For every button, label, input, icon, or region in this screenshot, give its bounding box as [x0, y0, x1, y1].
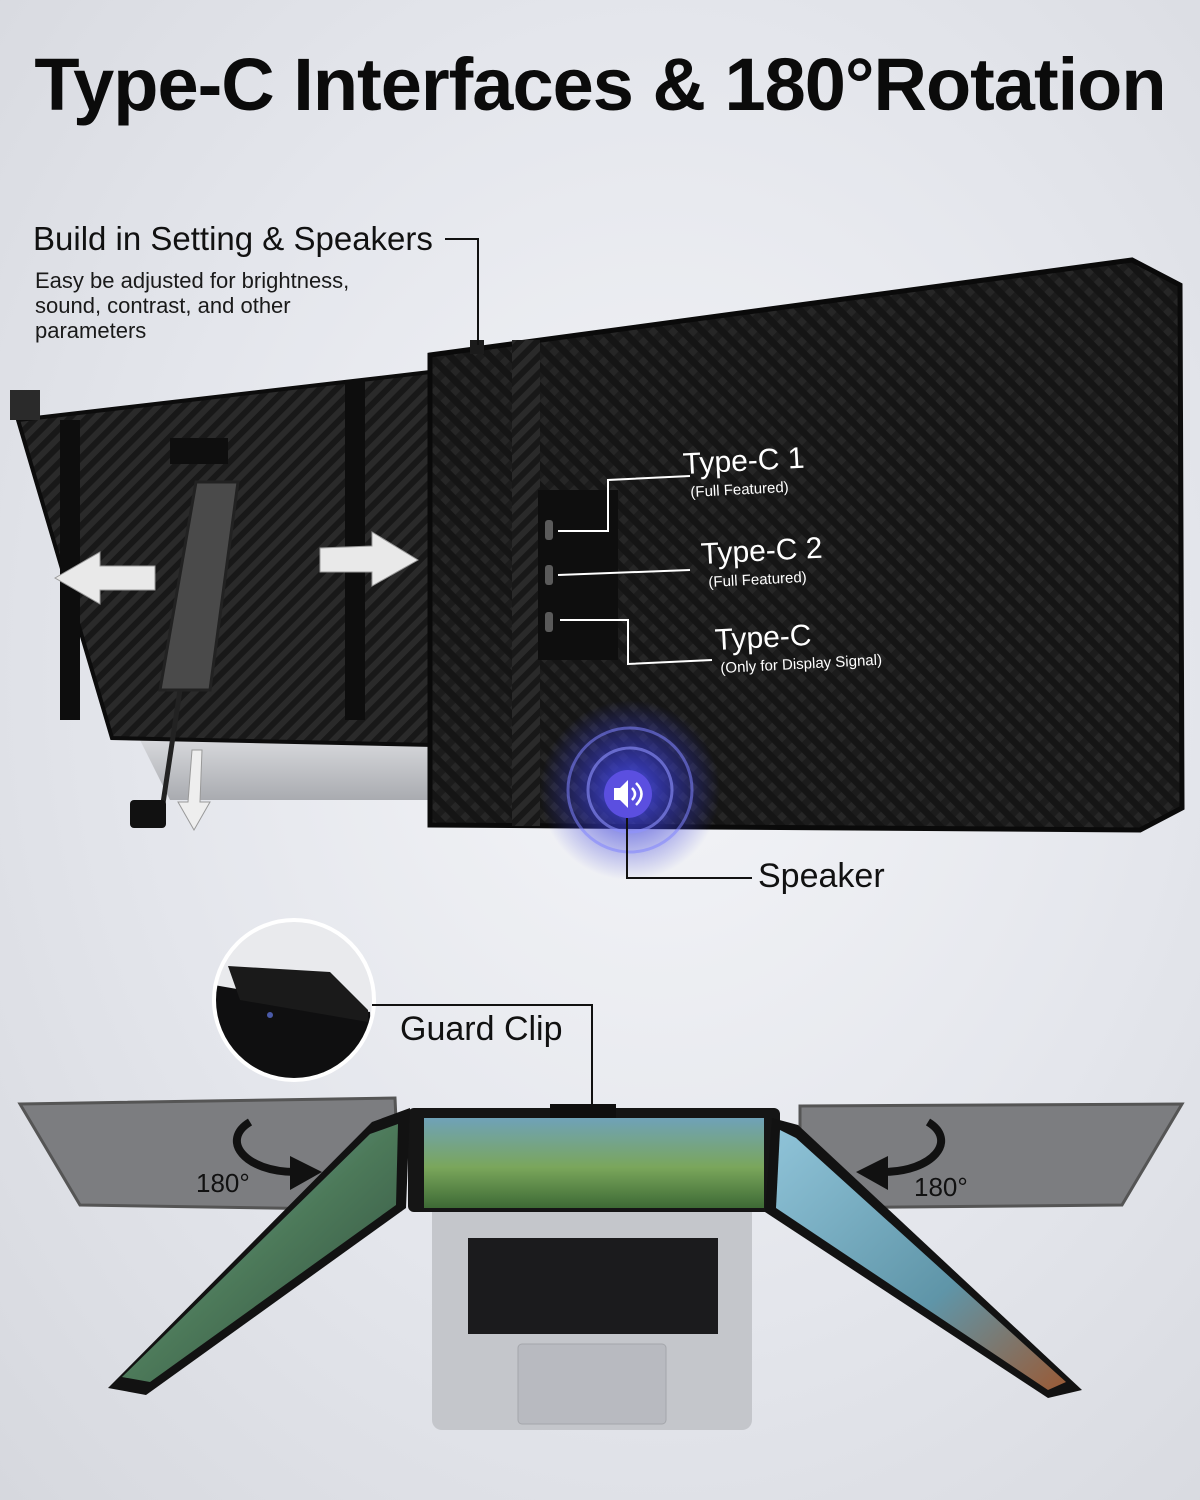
- right-screen-content: [776, 1130, 1066, 1390]
- rotation-right-label: 180°: [914, 1172, 968, 1202]
- guard-clip-label: Guard Clip: [400, 1010, 563, 1048]
- port3-leader-line: [560, 619, 713, 666]
- port2-leader-line: [557, 569, 691, 576]
- speaker-icon: [604, 770, 652, 818]
- button-nub: [470, 340, 484, 354]
- settings-heading: Build in Setting & Speakers: [33, 220, 433, 257]
- port-2: [545, 565, 553, 585]
- page-title: Type-C Interfaces & 180°Rotation: [34, 43, 1166, 126]
- laptop-keyboard: [468, 1238, 718, 1334]
- rotate-arrow-right-icon: [856, 1118, 945, 1190]
- center-screen-content: [424, 1118, 764, 1208]
- down-arrow-icon: [177, 749, 211, 832]
- rotation-left-label: 180°: [196, 1168, 250, 1198]
- center-guard-clip: [550, 1104, 616, 1118]
- port-1: [545, 520, 553, 540]
- right-monitor-back: [427, 257, 1185, 833]
- port-2-label: Type-C 2 (Full Featured): [700, 532, 823, 591]
- kickstand-foot: [130, 800, 166, 828]
- port1-leader-line: [558, 475, 691, 532]
- port-1-label: Type-C 1 (Full Featured): [682, 442, 805, 501]
- double-arrow-right-icon: [319, 531, 419, 587]
- double-arrow-left-icon: [54, 551, 156, 605]
- kickstand: [158, 480, 240, 692]
- laptop-trackpad: [517, 1343, 667, 1425]
- port-1-title: Type-C 1: [682, 441, 806, 481]
- port-3: [545, 612, 553, 632]
- port-2-subtitle: (Full Featured): [708, 568, 808, 591]
- guard-clip-leader-line: [372, 1004, 593, 1118]
- settings-leader-line: [445, 238, 479, 345]
- left-screen-content: [122, 1124, 398, 1382]
- port-3-label: Type-C (Only for Display Signal): [714, 619, 882, 677]
- monitor-hinge-strip: [512, 340, 540, 826]
- hinge-clip: [10, 390, 40, 420]
- speaker-label: Speaker: [758, 857, 885, 895]
- port-3-title: Type-C: [714, 618, 813, 657]
- port-1-subtitle: (Full Featured): [690, 478, 790, 501]
- rotate-arrow-left-icon: [233, 1118, 322, 1190]
- speaker-leader-line: [626, 818, 752, 879]
- settings-description: Easy be adjusted for brightness, sound, …: [35, 268, 350, 343]
- port-2-title: Type-C 2: [700, 531, 824, 571]
- back-label-patch: [170, 438, 228, 464]
